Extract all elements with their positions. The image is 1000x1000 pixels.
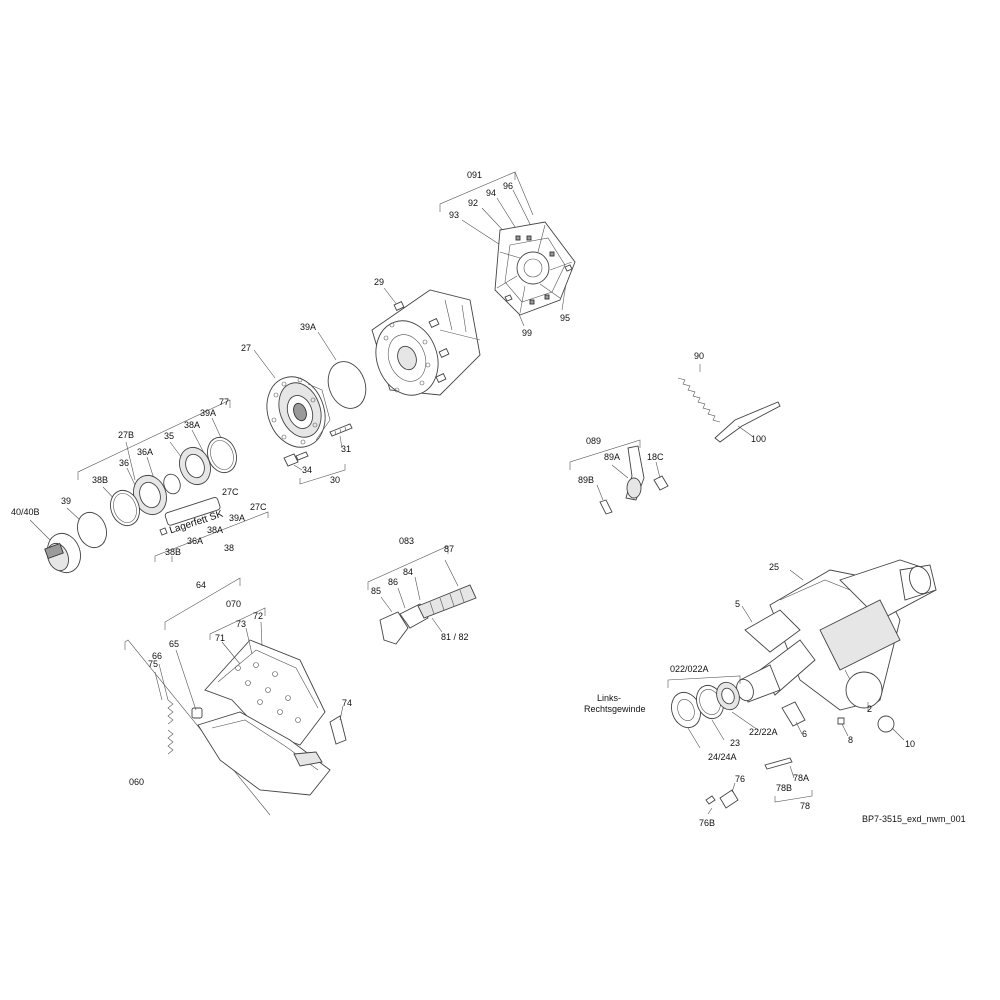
label-27: 27 — [241, 343, 251, 353]
dust-shield-assembly — [439, 171, 576, 327]
label-78: 78 — [800, 801, 810, 811]
label-75: 75 — [148, 659, 158, 669]
label-94: 94 — [486, 188, 496, 198]
label-31: 31 — [341, 444, 351, 454]
wheel-hub — [253, 349, 331, 448]
label-90: 90 — [694, 351, 704, 361]
camshaft-assembly — [367, 545, 477, 645]
label-39A-bot: 39A — [229, 513, 245, 523]
thread-note-line2: Rechtsgewinde — [584, 704, 646, 714]
brake-shoe-assembly — [124, 577, 347, 816]
label-81-82: 81 / 82 — [441, 632, 469, 642]
pin-set-78 — [705, 757, 813, 815]
part-labels: 091 94 96 92 93 99 95 29 39A 27 77 39A 2… — [11, 170, 915, 828]
label-27B: 27B — [118, 430, 134, 440]
seal-set-022 — [667, 675, 759, 749]
label-99: 99 — [522, 328, 532, 338]
label-022: 022/022A — [670, 664, 709, 674]
label-38: 38 — [224, 543, 234, 553]
label-96: 96 — [503, 181, 513, 191]
label-93: 93 — [449, 210, 459, 220]
label-39A-mid: 39A — [200, 408, 216, 418]
label-78B: 78B — [776, 783, 792, 793]
wheel-stud-set — [283, 423, 353, 485]
label-86: 86 — [388, 577, 398, 587]
label-34: 34 — [302, 465, 312, 475]
thread-note-line1: Links- — [597, 693, 621, 703]
label-36A-bot: 36A — [187, 536, 203, 546]
label-78A: 78A — [793, 773, 809, 783]
label-77: 77 — [219, 397, 229, 407]
label-76: 76 — [735, 774, 745, 784]
label-6: 6 — [802, 729, 807, 739]
label-091: 091 — [467, 170, 482, 180]
label-30: 30 — [330, 475, 340, 485]
label-18C: 18C — [647, 452, 664, 462]
o-ring-39A-top — [317, 331, 367, 409]
hub-cap-assembly — [29, 507, 107, 574]
label-35: 35 — [164, 431, 174, 441]
label-39A-top: 39A — [300, 322, 316, 332]
label-29: 29 — [374, 277, 384, 287]
label-083: 083 — [399, 536, 414, 546]
label-25: 25 — [769, 562, 779, 572]
label-65: 65 — [169, 639, 179, 649]
axle-housing-assembly — [736, 559, 937, 712]
label-38B-top: 38B — [92, 475, 108, 485]
label-24: 24/24A — [708, 752, 737, 762]
label-87: 87 — [444, 544, 454, 554]
brake-drum — [371, 287, 481, 396]
label-060: 060 — [129, 777, 144, 787]
label-40-40B: 40/40B — [11, 507, 40, 517]
label-36A-top: 36A — [137, 447, 153, 457]
return-spring-90 — [677, 364, 721, 423]
bearing-kit-upper-bracket — [77, 399, 231, 506]
label-23: 23 — [730, 738, 740, 748]
label-2: 2 — [867, 704, 872, 714]
label-38A-bot: 38A — [207, 525, 223, 535]
label-5: 5 — [735, 599, 740, 609]
bearing-rings-upper — [110, 436, 237, 527]
label-89A: 89A — [604, 452, 620, 462]
label-22: 22/22A — [749, 727, 778, 737]
lever-100 — [714, 401, 781, 443]
label-8: 8 — [848, 735, 853, 745]
label-71: 71 — [215, 633, 225, 643]
label-070: 070 — [226, 599, 241, 609]
label-36: 36 — [119, 458, 129, 468]
label-089: 089 — [586, 436, 601, 446]
label-85: 85 — [371, 586, 381, 596]
label-38A-mid: 38A — [184, 420, 200, 430]
bearing-kit-lower — [154, 496, 269, 562]
label-64: 64 — [196, 580, 206, 590]
label-84: 84 — [403, 567, 413, 577]
label-74: 74 — [342, 698, 352, 708]
label-92: 92 — [468, 198, 478, 208]
label-76B: 76B — [699, 818, 715, 828]
label-89B: 89B — [578, 475, 594, 485]
label-10: 10 — [905, 739, 915, 749]
axle-small-parts — [781, 701, 905, 741]
label-72: 72 — [253, 611, 263, 621]
drawing-id: BP7-3515_exd_nwm_001 — [862, 814, 966, 824]
label-27C-top: 27C — [222, 487, 239, 497]
slack-adjuster-assembly — [569, 439, 669, 515]
label-39: 39 — [61, 496, 71, 506]
label-27C-bot: 27C — [250, 502, 267, 512]
label-73: 73 — [236, 619, 246, 629]
label-100: 100 — [751, 434, 766, 444]
label-95: 95 — [560, 313, 570, 323]
label-38B-bot: 38B — [165, 547, 181, 557]
label-66: 66 — [152, 651, 162, 661]
